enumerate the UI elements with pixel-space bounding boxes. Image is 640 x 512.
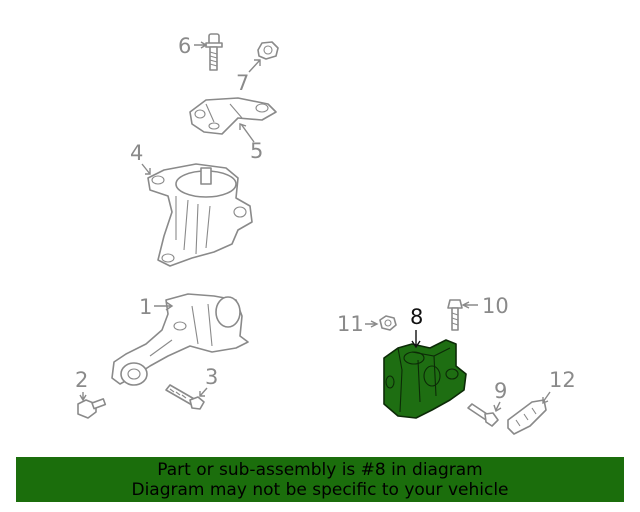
part-2-bolt[interactable]: [77, 398, 107, 419]
part-12-clip[interactable]: [507, 399, 547, 435]
callout-5: 5: [250, 139, 263, 163]
leader-2: [79, 392, 87, 402]
callout-3: 3: [205, 365, 218, 389]
leader-7: [248, 59, 261, 73]
callout-2: 2: [75, 368, 88, 392]
part-11-nut[interactable]: [379, 315, 397, 331]
callout-1: 1: [139, 295, 152, 319]
leader-6: [194, 41, 208, 49]
part-9-bolt[interactable]: [467, 403, 499, 427]
info-banner: Part or sub-assembly is #8 in diagram Di…: [16, 457, 624, 502]
callout-12: 12: [549, 368, 576, 392]
part-6-bolt[interactable]: [205, 33, 223, 71]
leader-10: [461, 301, 478, 309]
leader-5: [239, 123, 255, 143]
leader-11: [365, 320, 379, 328]
part-8-mount-highlighted[interactable]: [383, 339, 467, 419]
part-4-mount[interactable]: [147, 163, 253, 267]
part-3-bolt[interactable]: [165, 384, 205, 410]
callout-10: 10: [482, 294, 509, 318]
callout-9: 9: [494, 379, 507, 403]
part-10-bolt[interactable]: [447, 299, 463, 331]
leader-4: [141, 163, 151, 175]
leader-12: [542, 391, 551, 405]
part-1-torque-rod[interactable]: [111, 293, 249, 386]
banner-line-1: Part or sub-assembly is #8 in diagram: [157, 460, 483, 480]
leader-9: [493, 401, 502, 413]
leader-8: [411, 330, 421, 349]
leader-3: [199, 387, 208, 397]
parts-diagram: 6 7 5 4 1 2: [75, 33, 576, 435]
leader-1: [154, 301, 174, 311]
callout-7: 7: [236, 71, 249, 95]
callout-8: 8: [410, 305, 423, 329]
banner-line-2: Diagram may not be specific to your vehi…: [131, 480, 509, 500]
part-5-bracket[interactable]: [189, 97, 277, 135]
callout-4: 4: [130, 141, 143, 165]
part-7-nut[interactable]: [257, 41, 279, 60]
callout-6: 6: [178, 34, 191, 58]
callout-11: 11: [337, 312, 364, 336]
